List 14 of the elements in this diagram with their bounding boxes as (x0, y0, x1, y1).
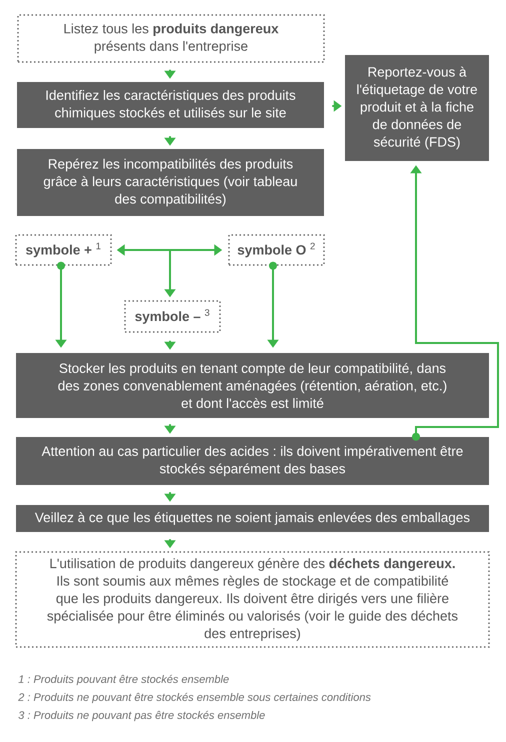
step-box: Identifiez les caractéristiques des produits chimiques stockés et utilisés sur le site (17, 82, 324, 128)
step-box: Attention au cas particulier des acides : ils doivent impérativement être stockés séparément des bases (16, 437, 489, 485)
step-box: Veillez à ce que les étiquettes ne soient jamais enlevées des emballages (16, 505, 489, 532)
step-box: Stocker les produits en tenant compte de leur compatibilité, dans des zones convenablement aménagées (rétention, aération, etc.) et dont l'accès est limité (16, 353, 489, 418)
footnote: 3 : Produits ne pouvant pas être stockés ensemble (18, 710, 265, 722)
note-box: Listez tous les produits dangereux présents dans l'entreprise (17, 14, 325, 63)
symbol-box: symbole – $^{3}$ (124, 300, 221, 333)
footnote: 2 : Produits ne pouvant être stockés ensemble sous certaines conditions (18, 692, 371, 704)
note-box: L'utilisation de produits dangereux génère des déchets dangereux. Ils sont soumis aux mêmes règles de stockage et de compatibilité que les produits dangereux. Ils doivent être dirigés vers une filière spécialisée pour être éliminés ou valorisés (voir le guide des déchets des entreprises) (15, 551, 490, 648)
symbol-box: symbole O $^{2}$ (228, 234, 325, 266)
symbol-box: symbole + $^{1}$ (15, 234, 112, 266)
footnote: 1 : Produits pouvant être stockés ensemble (18, 674, 229, 686)
step-box: Repérez les incompatibilités des produits grâce à leurs caractéristiques (voir tableau des compatibilités) (17, 149, 324, 216)
step-box: Reportez-vous à l'étiquetage de votre produit et à la fiche de données de sécurité (FDS) (345, 55, 489, 161)
